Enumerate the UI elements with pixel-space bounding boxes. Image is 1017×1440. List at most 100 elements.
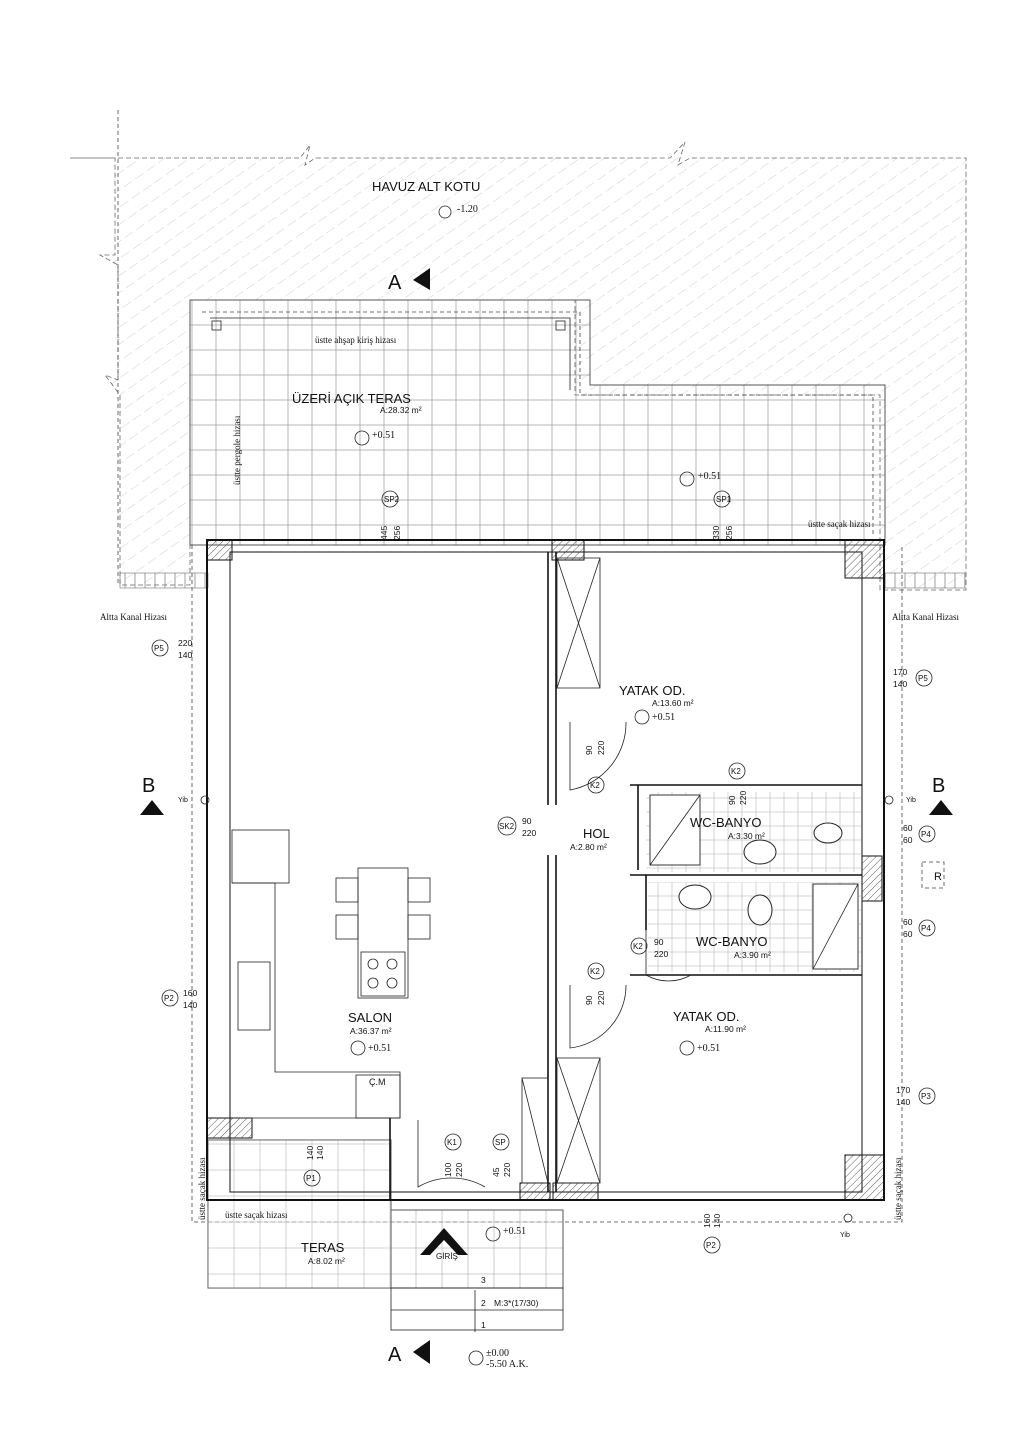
door-h-sk2: 220 xyxy=(522,828,536,838)
door-h-bed1: 220 xyxy=(596,741,606,755)
window-w-p5b: 170 xyxy=(893,667,907,677)
section-arrow xyxy=(413,1340,430,1364)
r-box-label: R xyxy=(934,871,942,883)
window-w-p5a: 220 xyxy=(178,638,192,648)
wardrobe xyxy=(556,1057,601,1184)
room-area-teras: A:8.02 m² xyxy=(308,1256,345,1266)
pool-label: HAVUZ ALT KOTU xyxy=(372,179,480,194)
stair-2: 2 xyxy=(481,1298,486,1308)
window-h-p3: 140 xyxy=(896,1097,910,1107)
door-w-bed2: 90 xyxy=(584,995,594,1005)
canal-right: Altta Kanal Hizası xyxy=(892,612,959,622)
room-level-teras: +0.51 xyxy=(503,1226,526,1237)
entry-label: GİRİŞ xyxy=(436,1252,458,1261)
window-h-p1: 140 xyxy=(315,1146,325,1160)
stair-3: 3 xyxy=(481,1275,486,1285)
window-tag-p4a: P4 xyxy=(921,830,931,839)
chair xyxy=(407,877,431,903)
ground-level: ±0.00 xyxy=(486,1348,509,1359)
door-h-sp: 220 xyxy=(502,1163,512,1177)
room-area-wc2: A:3.90 m² xyxy=(734,950,771,960)
window-w-p1: 140 xyxy=(305,1146,315,1160)
door-tag-bed2: K2 xyxy=(590,967,600,976)
sink xyxy=(237,961,271,1031)
door-h-k1: 220 xyxy=(454,1163,464,1177)
room-level-salon: +0.51 xyxy=(368,1043,391,1054)
wardrobe xyxy=(556,557,601,689)
level-marker xyxy=(679,471,695,487)
window-h-p4b: 60 xyxy=(903,929,913,939)
window-w-p3: 170 xyxy=(896,1085,910,1095)
window-w-sp1: 330 xyxy=(711,526,721,540)
window-w-p4a: 60 xyxy=(903,823,913,833)
door-h-wc2: 220 xyxy=(654,949,668,959)
room-level-bed1: +0.51 xyxy=(652,712,675,723)
section-arrow xyxy=(929,800,953,815)
stair-note: M:3*(17/30) xyxy=(494,1298,539,1308)
ground-ak: -5.50 A.K. xyxy=(486,1359,528,1370)
washbasin xyxy=(678,884,712,910)
level-marker xyxy=(468,1350,484,1366)
terrace-top-title: ÜZERİ AÇIK TERAS xyxy=(292,391,411,406)
terrace-inner-line xyxy=(210,317,571,390)
window-tag-p4b: P4 xyxy=(921,924,931,933)
window-tag-p5b: P5 xyxy=(918,674,928,683)
window-tag-p1: P1 xyxy=(306,1174,316,1183)
window-tag-p2b: P2 xyxy=(706,1241,716,1250)
eaves-right: üstte saçak hizası xyxy=(893,1157,903,1220)
window-w-p2a: 160 xyxy=(183,988,197,998)
room-name-hol: HOL xyxy=(583,826,610,841)
chair xyxy=(335,914,359,940)
window-h-sp2: 256 xyxy=(392,526,402,540)
window-h-p5a: 140 xyxy=(178,650,192,660)
cabinet xyxy=(521,1077,549,1184)
door-h-wc1: 220 xyxy=(738,791,748,805)
yib-left: Yib xyxy=(178,797,188,804)
canal-grate-left xyxy=(119,572,209,589)
door-swing xyxy=(645,930,692,982)
section-b-right: B xyxy=(932,775,945,797)
door-tag-bed1: K2 xyxy=(590,781,600,790)
r-box xyxy=(921,861,945,889)
room-name-salon: SALON xyxy=(348,1010,392,1025)
room-area-salon: A:36.37 m² xyxy=(350,1026,392,1036)
door-tag-wc1: K2 xyxy=(731,767,741,776)
stairs xyxy=(390,1287,564,1331)
door-w-k1: 100 xyxy=(443,1163,453,1177)
door-w-wc1: 90 xyxy=(727,795,737,805)
door-tag-k1: K1 xyxy=(447,1138,457,1147)
room-name-bed1: YATAK OD. xyxy=(619,683,685,698)
terrace-bottom-right xyxy=(390,1209,564,1289)
terrace-top-floor xyxy=(189,299,886,546)
beam-note: üstte ahşap kiriş hizası xyxy=(315,335,397,345)
washbasin xyxy=(743,839,777,865)
section-a-bottom: A xyxy=(388,1344,402,1366)
eaves-top-right: üstte saçak hizası xyxy=(808,519,871,529)
room-level-bed2: +0.51 xyxy=(697,1043,720,1054)
window-tag-p2a: P2 xyxy=(164,994,174,1003)
fridge xyxy=(231,829,290,884)
terrace-top-level2: +0.51 xyxy=(698,471,721,482)
window-tag-sp1: SP1 xyxy=(716,495,732,504)
cm-box xyxy=(355,1074,401,1119)
stair-1: 1 xyxy=(481,1320,486,1330)
door-tag-sk2: SK2 xyxy=(499,822,515,831)
door-w-wc2: 90 xyxy=(654,937,664,947)
section-a-top: A xyxy=(388,272,402,294)
terrace-beam-line xyxy=(202,311,874,535)
terrace-top-area: A:28.32 m² xyxy=(380,405,422,415)
cm-label: Ç.M xyxy=(369,1077,386,1087)
entry-arrow-icon xyxy=(420,1228,468,1255)
column-box xyxy=(211,320,222,331)
room-area-bed1: A:13.60 m² xyxy=(652,698,694,708)
room-name-wc1: WC-BANYO xyxy=(690,815,762,830)
canal-left: Altta Kanal Hizası xyxy=(100,612,167,622)
window-tag-p3: P3 xyxy=(921,1092,931,1101)
terrace-bottom-left xyxy=(207,1139,392,1289)
door-swing xyxy=(569,984,627,1049)
section-b-left: B xyxy=(142,775,155,797)
toilet xyxy=(747,894,773,926)
door-swing xyxy=(417,1120,486,1188)
window-h-p2b: 140 xyxy=(712,1214,722,1228)
